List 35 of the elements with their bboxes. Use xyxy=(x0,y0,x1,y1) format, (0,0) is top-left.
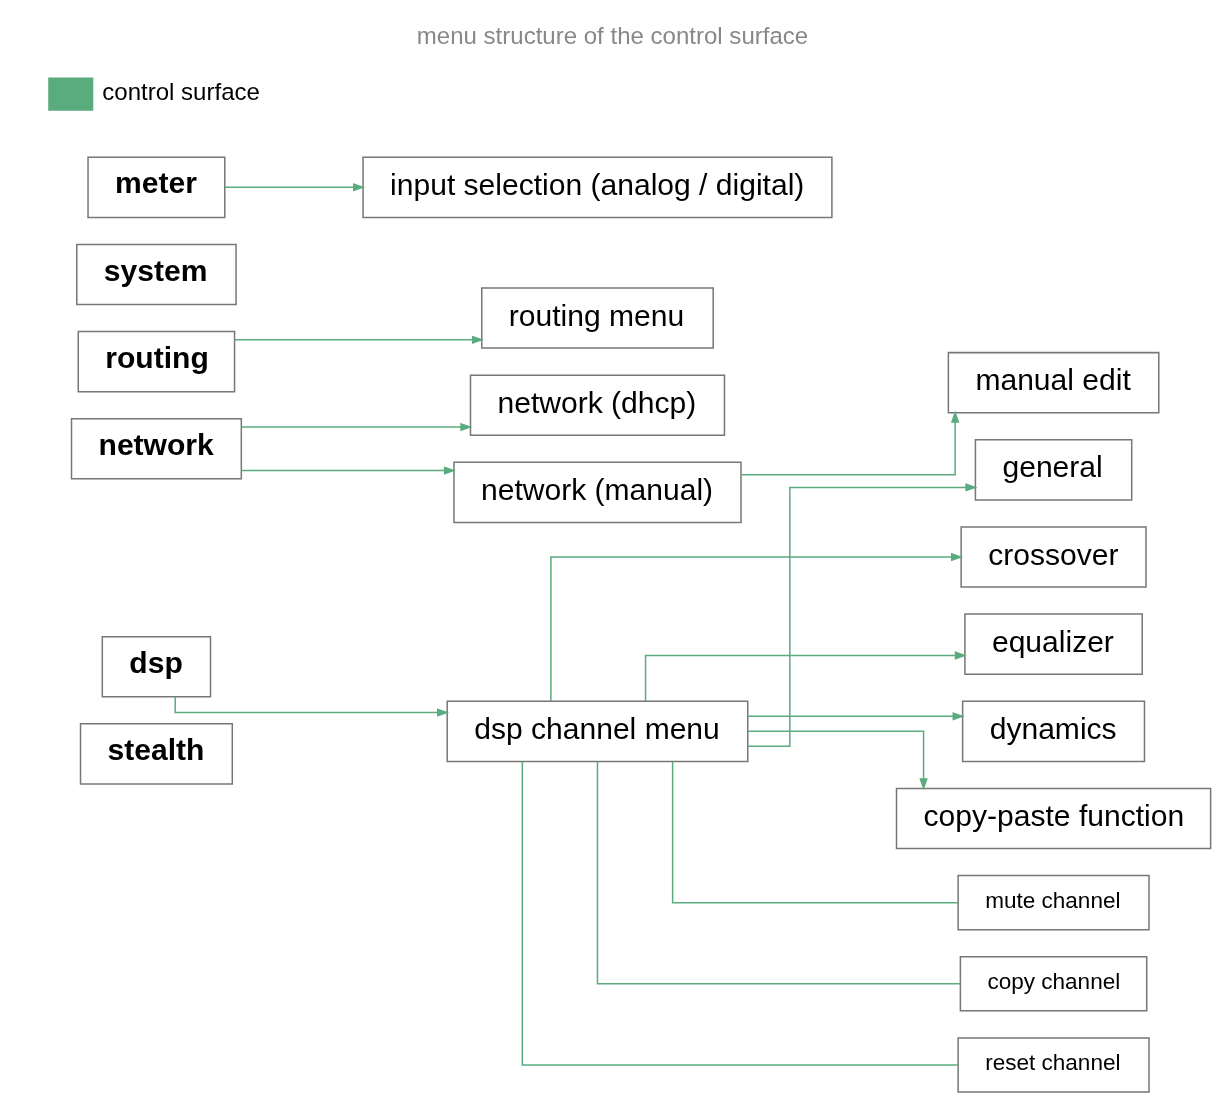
node-box: equalizer xyxy=(964,612,1143,675)
node-box: copy channel xyxy=(959,955,1148,1012)
node-box: dynamics xyxy=(961,700,1146,762)
node-box: system xyxy=(76,243,237,305)
node-box: routing xyxy=(77,330,236,392)
node-box: reset channel xyxy=(957,1036,1150,1093)
node-box: crossover xyxy=(960,525,1147,588)
node-box: network (manual) xyxy=(453,461,742,523)
node-box: dsp xyxy=(101,635,212,697)
arrow xyxy=(740,410,960,476)
node-box: copy-paste function xyxy=(895,787,1212,849)
node-box: network xyxy=(70,417,243,480)
node-box: mute channel xyxy=(957,874,1150,930)
node-box: stealth xyxy=(79,722,234,785)
diagram-title: menu structure of the control surface xyxy=(416,21,809,49)
arrow xyxy=(747,730,928,790)
arrow xyxy=(747,482,978,747)
connector xyxy=(521,760,959,1066)
node-box: routing menu xyxy=(481,286,714,349)
arrow xyxy=(240,465,456,475)
legend-label: control surface xyxy=(102,77,260,105)
node-box: meter xyxy=(87,156,226,218)
arrow xyxy=(644,650,967,702)
connector xyxy=(671,760,959,903)
arrow xyxy=(240,422,473,431)
arrow xyxy=(224,182,366,192)
arrow xyxy=(234,335,484,344)
connector xyxy=(596,760,961,985)
node-box: network (dhcp) xyxy=(469,373,726,436)
node-box: general xyxy=(974,438,1133,501)
node-box: input selection (analog / digital) xyxy=(362,156,833,218)
node-box: dsp channel menu xyxy=(446,700,749,762)
node-box: manual edit xyxy=(947,351,1160,413)
arrow xyxy=(747,711,965,720)
arrow xyxy=(550,552,964,702)
